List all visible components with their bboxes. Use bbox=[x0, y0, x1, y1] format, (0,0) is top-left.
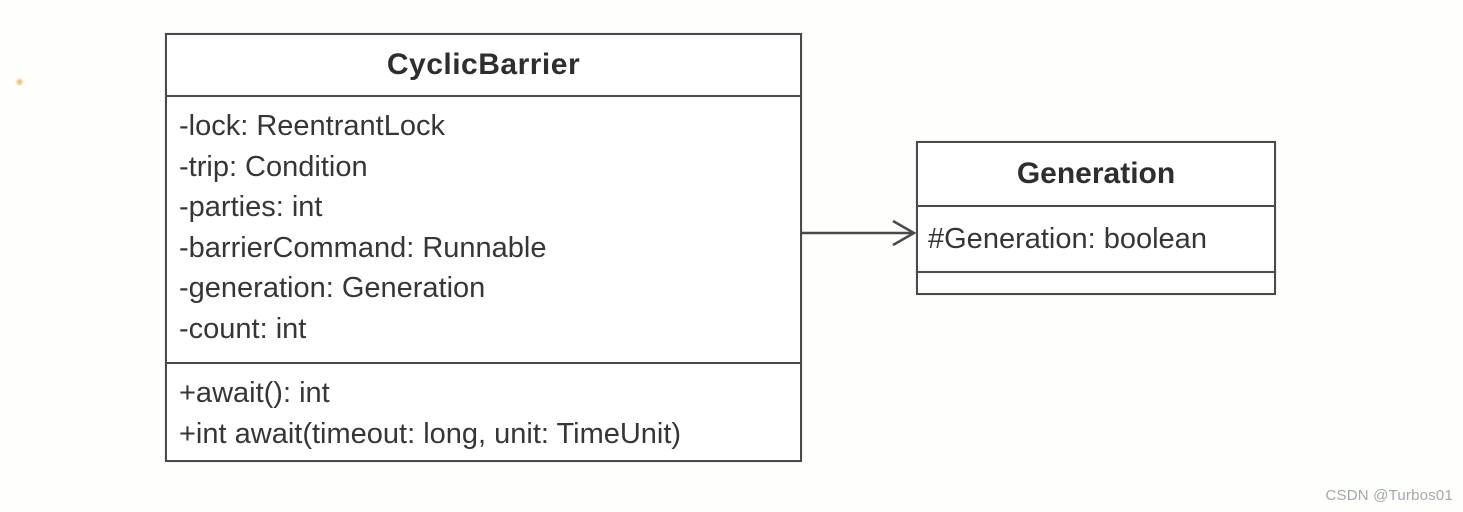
watermark: CSDN @Turbos01 bbox=[1325, 487, 1453, 504]
method-item: +int await(timeout: long, unit: TimeUnit… bbox=[179, 418, 682, 450]
class-title-cyclicbarrier: CyclicBarrier bbox=[167, 35, 800, 97]
attribute-item: -barrierCommand: Runnable bbox=[179, 231, 547, 264]
attribute-item: -trip: Condition bbox=[179, 150, 368, 183]
method-item: +await(): int bbox=[179, 377, 330, 409]
scan-artifact-dot bbox=[15, 78, 24, 86]
class-title-generation: Generation bbox=[918, 143, 1274, 207]
class-box-generation: Generation #Generation: boolean bbox=[916, 141, 1276, 295]
class-box-cyclicbarrier: CyclicBarrier -lock: ReentrantLock -trip… bbox=[165, 33, 802, 462]
attributes-compartment: -lock: ReentrantLock -trip: Condition -p… bbox=[167, 97, 800, 364]
attribute-item: -generation: Generation bbox=[179, 272, 486, 304]
attributes-compartment: #Generation: boolean bbox=[918, 207, 1274, 273]
methods-compartment-empty bbox=[918, 273, 1274, 295]
attribute-item: -count: int bbox=[179, 312, 307, 345]
attribute-item: -lock: ReentrantLock bbox=[179, 110, 445, 142]
attribute-item: -parties: int bbox=[179, 191, 323, 223]
attribute-item: #Generation: boolean bbox=[928, 222, 1207, 255]
methods-compartment: +await(): int +int await(timeout: long, … bbox=[167, 364, 800, 455]
